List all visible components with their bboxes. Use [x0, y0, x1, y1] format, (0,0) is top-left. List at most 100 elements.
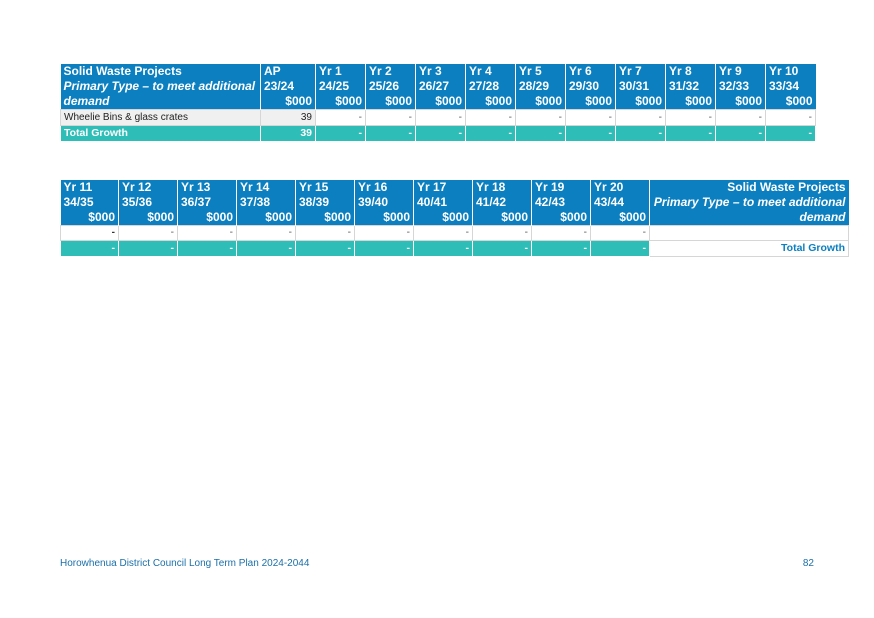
- cell-value: -: [315, 109, 366, 126]
- cell-value: -: [565, 109, 616, 126]
- row-name: Wheelie Bins & glass crates: [60, 109, 261, 126]
- table-subtitle: Primary Type – to meet additional: [649, 195, 849, 210]
- cell-value: -: [765, 109, 816, 126]
- col-year: 33/34: [765, 79, 816, 94]
- col-unit: $000: [565, 94, 616, 110]
- col-label: Yr 20: [590, 180, 650, 195]
- total-value: -: [118, 240, 178, 257]
- col-unit: $000: [413, 210, 473, 226]
- table-subtitle: Primary Type – to meet additional: [60, 79, 261, 94]
- cell-value: -: [531, 225, 591, 241]
- col-year: 34/35: [60, 195, 119, 210]
- total-value: 39: [260, 125, 316, 142]
- cell-value: -: [415, 109, 466, 126]
- total-value: -: [415, 125, 466, 142]
- col-year: 38/39: [295, 195, 355, 210]
- col-year: 42/43: [531, 195, 591, 210]
- col-year: 23/24: [260, 79, 316, 94]
- total-value: -: [315, 125, 366, 142]
- table-row: Wheelie Bins & glass crates 39 - - - - -…: [60, 109, 816, 126]
- cell-value: -: [590, 225, 650, 241]
- total-row: - - - - - - - - - - Total Growth: [60, 240, 849, 257]
- col-unit: $000: [295, 210, 355, 226]
- cell-value: -: [665, 109, 716, 126]
- col-year: 40/41: [413, 195, 473, 210]
- col-year: 29/30: [565, 79, 616, 94]
- cell-value: -: [60, 225, 119, 241]
- total-value: -: [590, 240, 650, 257]
- col-label: Yr 10: [765, 64, 816, 79]
- total-value: -: [515, 125, 566, 142]
- total-label: Total Growth: [649, 240, 849, 257]
- total-value: -: [295, 240, 355, 257]
- col-unit: $000: [715, 94, 766, 110]
- col-label: Yr 13: [177, 180, 237, 195]
- footer-document-title: Horowhenua District Council Long Term Pl…: [60, 558, 310, 569]
- total-value: -: [715, 125, 766, 142]
- total-value: -: [365, 125, 416, 142]
- col-label: Yr 12: [118, 180, 178, 195]
- cell-value: -: [715, 109, 766, 126]
- cell-value: -: [515, 109, 566, 126]
- col-unit: $000: [236, 210, 296, 226]
- col-year: 26/27: [415, 79, 466, 94]
- col-unit: $000: [415, 94, 466, 110]
- row-name: [649, 225, 849, 241]
- col-year: 30/31: [615, 79, 666, 94]
- col-label: Yr 9: [715, 64, 766, 79]
- col-unit: $000: [472, 210, 532, 226]
- col-label: Yr 4: [465, 64, 516, 79]
- col-label: Yr 15: [295, 180, 355, 195]
- total-value: -: [665, 125, 716, 142]
- total-value: -: [177, 240, 237, 257]
- total-value: -: [472, 240, 532, 257]
- col-label: AP: [260, 64, 316, 79]
- col-year: 41/42: [472, 195, 532, 210]
- col-label: Yr 8: [665, 64, 716, 79]
- cell-value: -: [354, 225, 414, 241]
- col-label: Yr 17: [413, 180, 473, 195]
- col-label: Yr 19: [531, 180, 591, 195]
- col-unit: $000: [354, 210, 414, 226]
- col-year: 31/32: [665, 79, 716, 94]
- table-row: - - - - - - - - - -: [60, 225, 849, 241]
- cell-value: -: [615, 109, 666, 126]
- col-year: 25/26: [365, 79, 416, 94]
- col-label: Yr 1: [315, 64, 366, 79]
- col-unit: $000: [260, 94, 316, 110]
- cell-value: -: [472, 225, 532, 241]
- table-title: Solid Waste Projects: [60, 64, 261, 79]
- col-label: Yr 3: [415, 64, 466, 79]
- cell-value: -: [365, 109, 416, 126]
- col-label: Yr 6: [565, 64, 616, 79]
- col-label: Yr 18: [472, 180, 532, 195]
- col-unit: $000: [590, 210, 650, 226]
- col-label: Yr 11: [60, 180, 119, 195]
- table-title: Solid Waste Projects: [649, 180, 849, 195]
- col-year: 37/38: [236, 195, 296, 210]
- solid-waste-table-years-0-10: Solid Waste Projects AP Yr 1 Yr 2 Yr 3 Y…: [60, 64, 816, 142]
- col-year: 35/36: [118, 195, 178, 210]
- table-subtitle-cont: demand: [60, 94, 261, 110]
- solid-waste-table-years-11-20: Yr 11 Yr 12 Yr 13 Yr 14 Yr 15 Yr 16 Yr 1…: [60, 180, 849, 257]
- col-unit: $000: [765, 94, 816, 110]
- total-row: Total Growth 39 - - - - - - - - - -: [60, 125, 816, 142]
- table-subtitle-cont: demand: [649, 210, 849, 226]
- cell-value: -: [118, 225, 178, 241]
- total-value: -: [565, 125, 616, 142]
- cell-value: -: [236, 225, 296, 241]
- total-label: Total Growth: [60, 125, 261, 142]
- col-unit: $000: [665, 94, 716, 110]
- col-unit: $000: [615, 94, 666, 110]
- col-unit: $000: [365, 94, 416, 110]
- col-year: 39/40: [354, 195, 414, 210]
- total-value: -: [236, 240, 296, 257]
- cell-value: 39: [260, 109, 316, 126]
- footer-page-number: 82: [802, 558, 814, 569]
- col-year: 36/37: [177, 195, 237, 210]
- total-value: -: [60, 240, 119, 257]
- col-year: 43/44: [590, 195, 650, 210]
- total-value: -: [465, 125, 516, 142]
- col-label: Yr 5: [515, 64, 566, 79]
- col-year: 28/29: [515, 79, 566, 94]
